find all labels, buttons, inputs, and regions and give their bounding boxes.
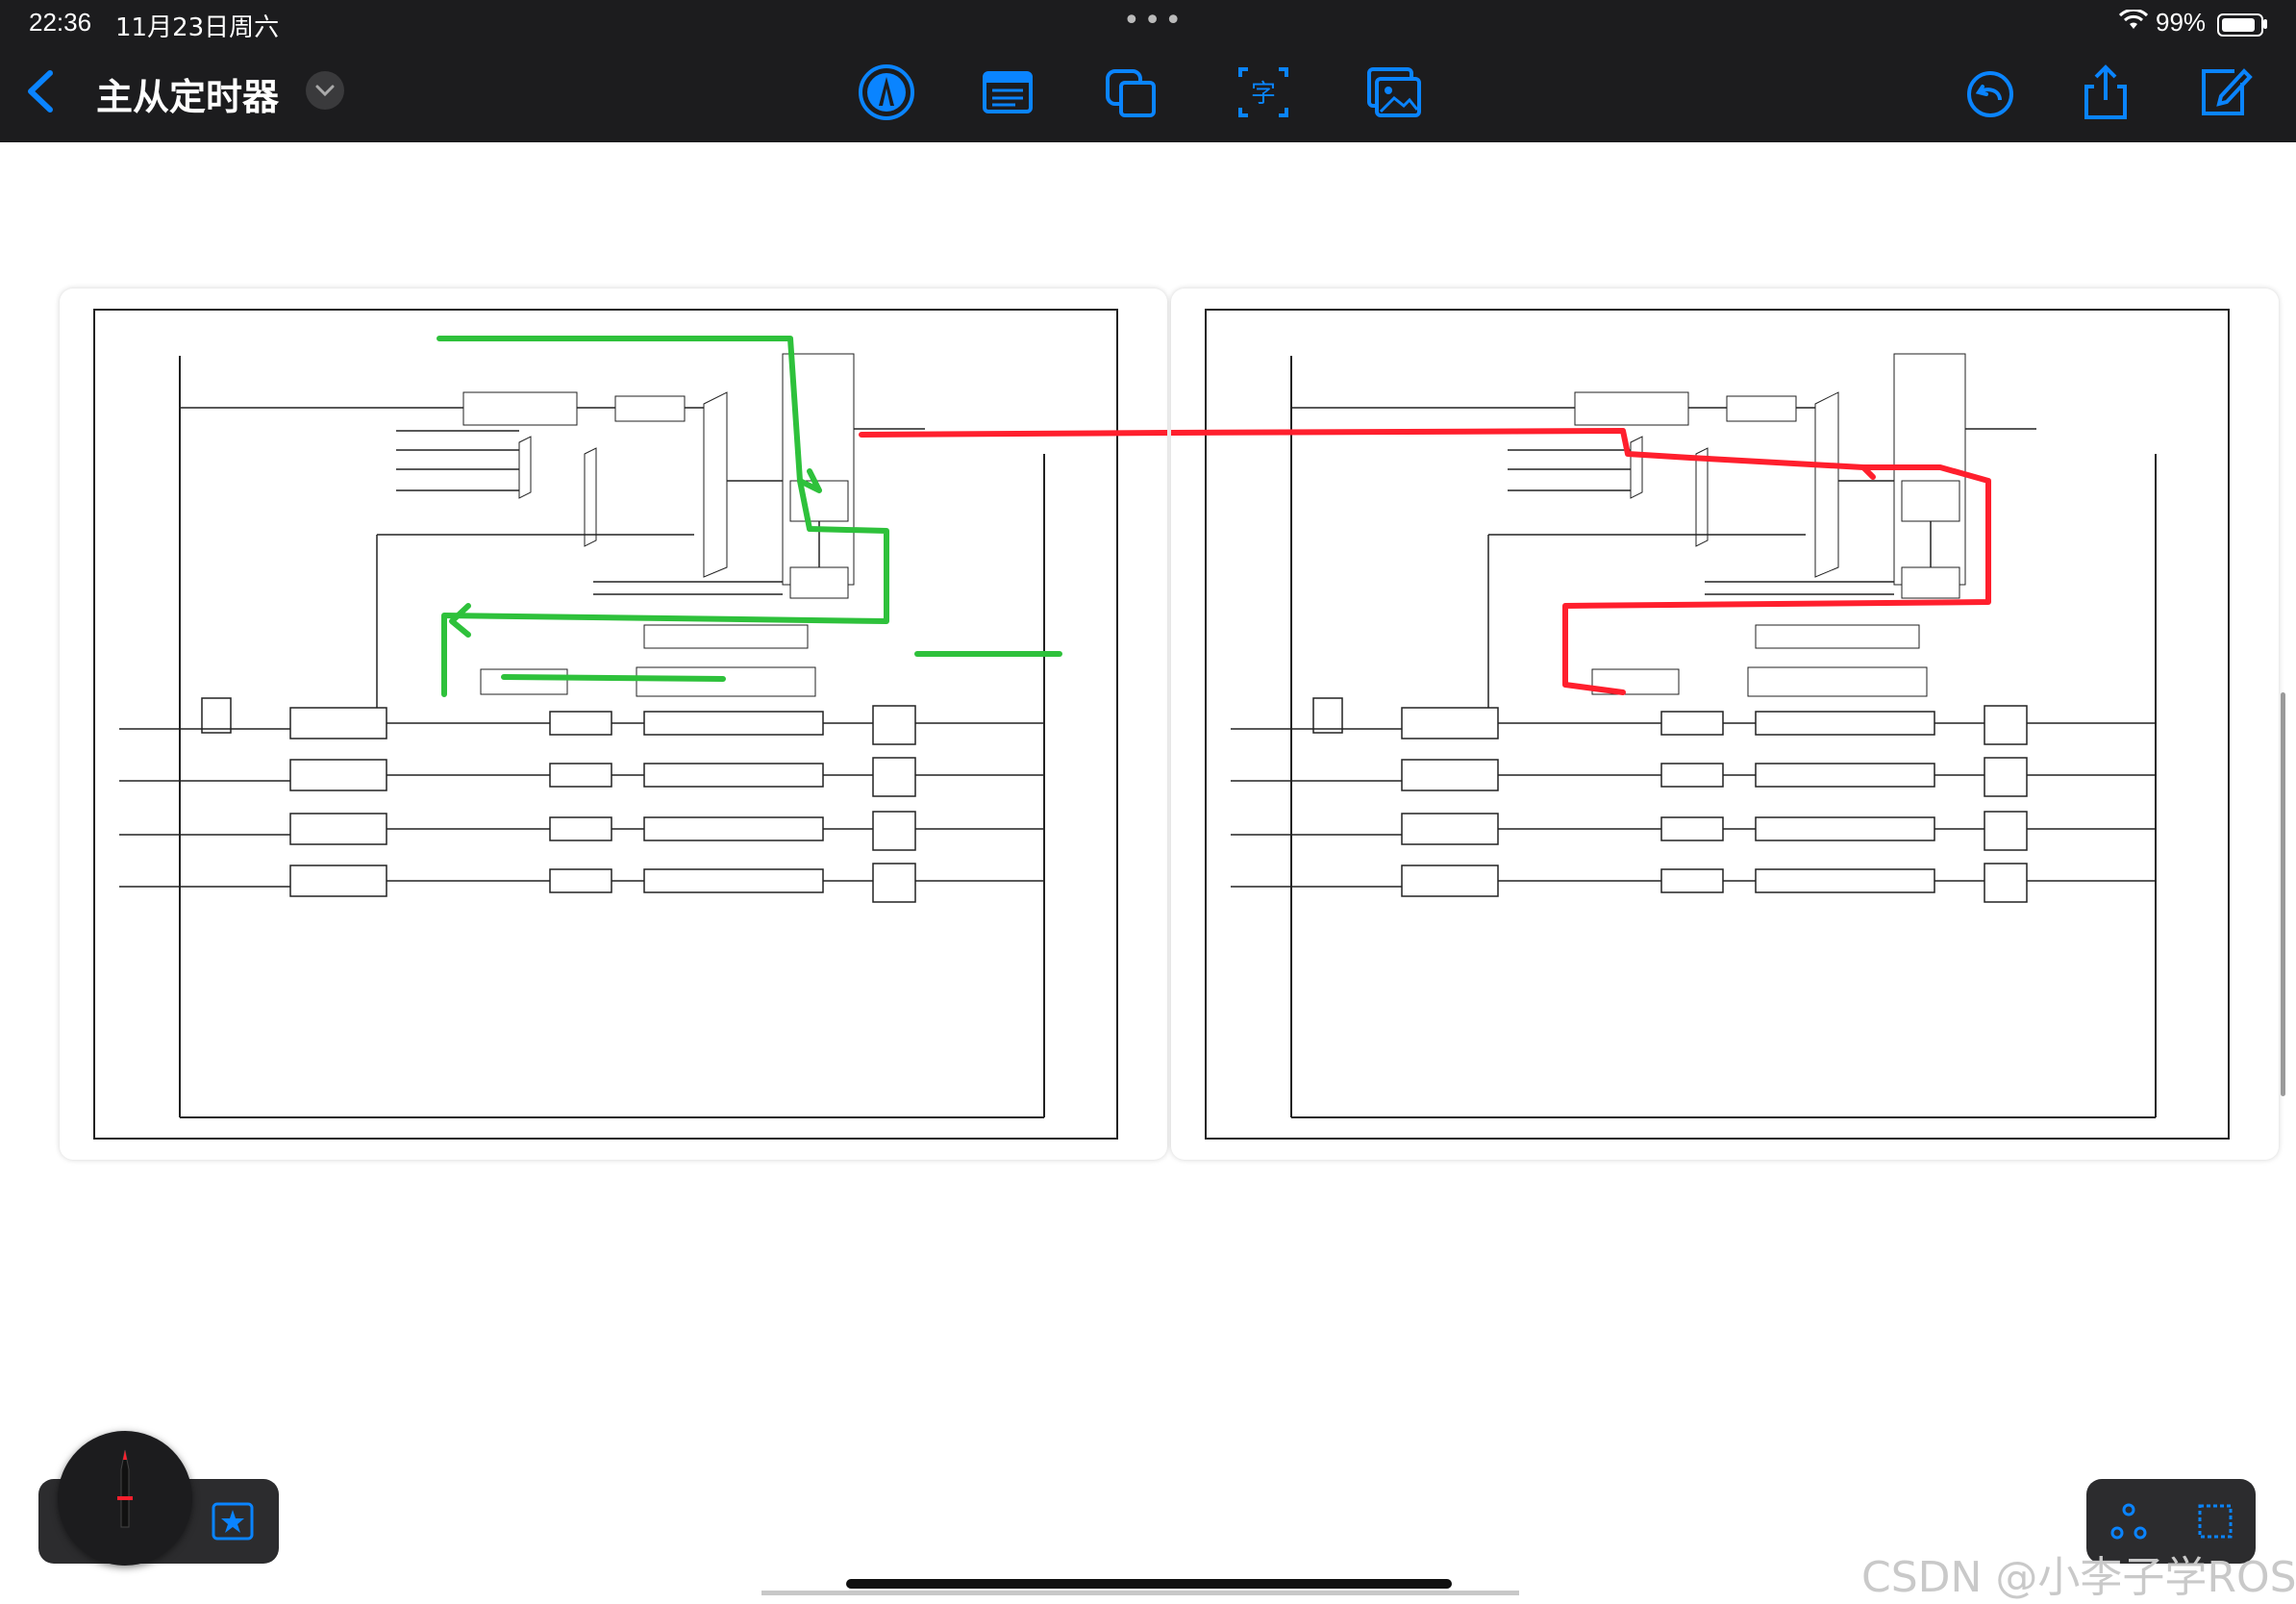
status-time: 22:36 (29, 8, 92, 37)
vertical-scrollbar[interactable] (2281, 692, 2285, 1096)
image-icon[interactable] (1365, 63, 1423, 121)
back-icon[interactable] (21, 67, 60, 115)
page-left[interactable] (60, 288, 1167, 1160)
wifi-icon (2119, 10, 2148, 29)
status-date: 11月23日周六 (115, 13, 280, 42)
lasso-shapes-icon[interactable] (2108, 1500, 2150, 1542)
battery-percentage: 99% (2156, 8, 2207, 37)
timer-block-diagram-left (93, 309, 1167, 1140)
text-box-icon[interactable]: 字 (1235, 63, 1292, 121)
document-title[interactable]: 主从定时器 (96, 76, 280, 118)
timer-block-diagram-right (1171, 309, 2230, 1140)
chevron-down-icon[interactable] (306, 71, 344, 110)
pencil-icon (117, 1449, 133, 1528)
home-indicator[interactable] (846, 1579, 1452, 1589)
home-indicator-shadow (761, 1591, 1519, 1595)
compose-icon[interactable] (2196, 63, 2254, 121)
shapes-icon[interactable] (1102, 63, 1160, 121)
multitasking-dots-icon[interactable]: ••• (1123, 4, 1186, 38)
pen-tool-icon[interactable] (858, 63, 915, 121)
star-icon[interactable] (210, 1500, 256, 1542)
svg-text:字: 字 (1251, 80, 1276, 109)
undo-icon[interactable] (1961, 63, 2019, 121)
battery-tip (2263, 19, 2267, 29)
toolbar: 主从定时器 字 (0, 44, 2296, 142)
text-list-icon[interactable] (979, 63, 1036, 121)
tool-tray-right (2086, 1479, 2256, 1564)
status-bar: 22:36 11月23日周六 ••• 99% (0, 0, 2296, 44)
battery-icon (2217, 13, 2263, 37)
selection-box-icon[interactable] (2194, 1500, 2236, 1542)
watermark: CSDN @小李子学ROS (1861, 1553, 2296, 1602)
page-right[interactable] (1171, 288, 2279, 1160)
share-icon[interactable] (2077, 63, 2134, 121)
pen-selector[interactable] (58, 1431, 192, 1566)
